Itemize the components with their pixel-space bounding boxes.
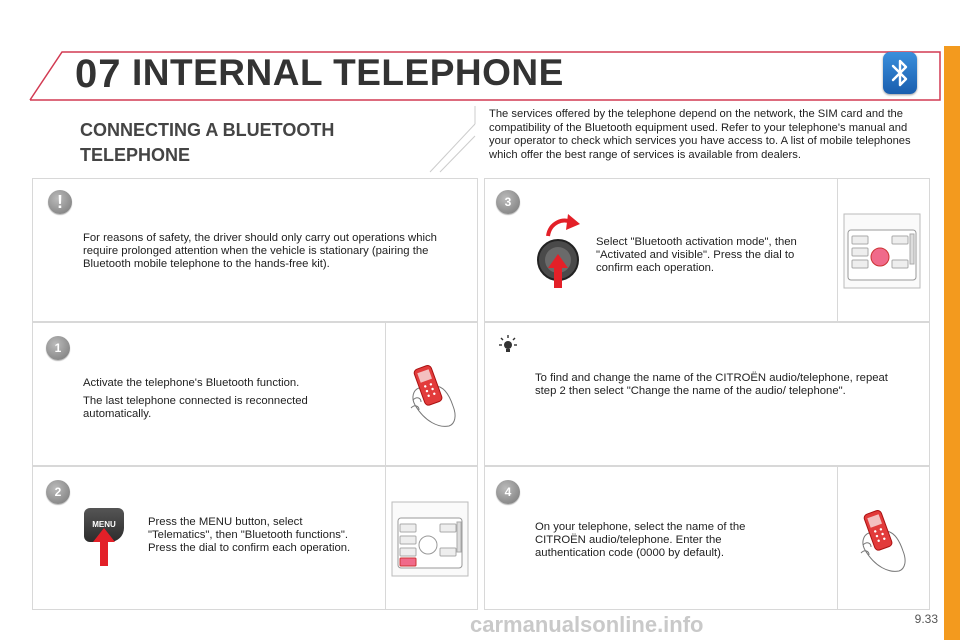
- step-1-panel: [32, 322, 478, 466]
- section-title-line1: CONNECTING A BLUETOOTH: [80, 120, 335, 140]
- warning-text: For reasons of safety, the driver should…: [83, 232, 437, 270]
- step-3-text: Select "Bluetooth activation mode", then…: [596, 236, 797, 274]
- step-1-text-a: Activate the telephone's Bluetooth funct…: [83, 377, 300, 389]
- audio-unit-dial-icon: [843, 213, 921, 289]
- phone-in-hand-icon: [860, 510, 906, 572]
- step-4-panel: [484, 466, 930, 610]
- rotary-dial-icon: [537, 214, 580, 288]
- chapter-tab: [944, 46, 960, 640]
- header-frame: [29, 51, 941, 101]
- tip-panel: [484, 322, 930, 466]
- warning-panel: [32, 178, 478, 322]
- watermark: carmanualsonline.info: [470, 612, 704, 637]
- warning-icon: !: [48, 190, 72, 214]
- page-title: INTERNAL TELEPHONE: [132, 52, 564, 93]
- step-2-badge: 2: [46, 480, 70, 504]
- step-2-text: Press the MENU button, select "Telematic…: [148, 516, 351, 554]
- section-title-line2: TELEPHONE: [80, 145, 191, 165]
- press-arrow-icon: [93, 528, 115, 566]
- tip-text: To find and change the name of the CITRO…: [535, 372, 888, 397]
- audio-unit-menu-icon: [391, 501, 469, 577]
- page-number: 9.33: [914, 612, 938, 626]
- phone-in-hand-icon: [410, 365, 456, 427]
- chapter-number: 07: [75, 52, 122, 96]
- section-title-frame: [429, 106, 476, 173]
- step-4-text: On your telephone, select the name of th…: [535, 521, 746, 559]
- step-3-badge: 3: [496, 190, 520, 214]
- step-1-badge: 1: [46, 336, 70, 360]
- tip-lightbulb-icon: [496, 334, 520, 358]
- bluetooth-icon: [883, 52, 917, 94]
- step-4-badge: 4: [496, 480, 520, 504]
- intro-paragraph: The services offered by the telephone de…: [489, 108, 911, 161]
- step-1-text-b: The last telephone connected is reconnec…: [83, 395, 308, 420]
